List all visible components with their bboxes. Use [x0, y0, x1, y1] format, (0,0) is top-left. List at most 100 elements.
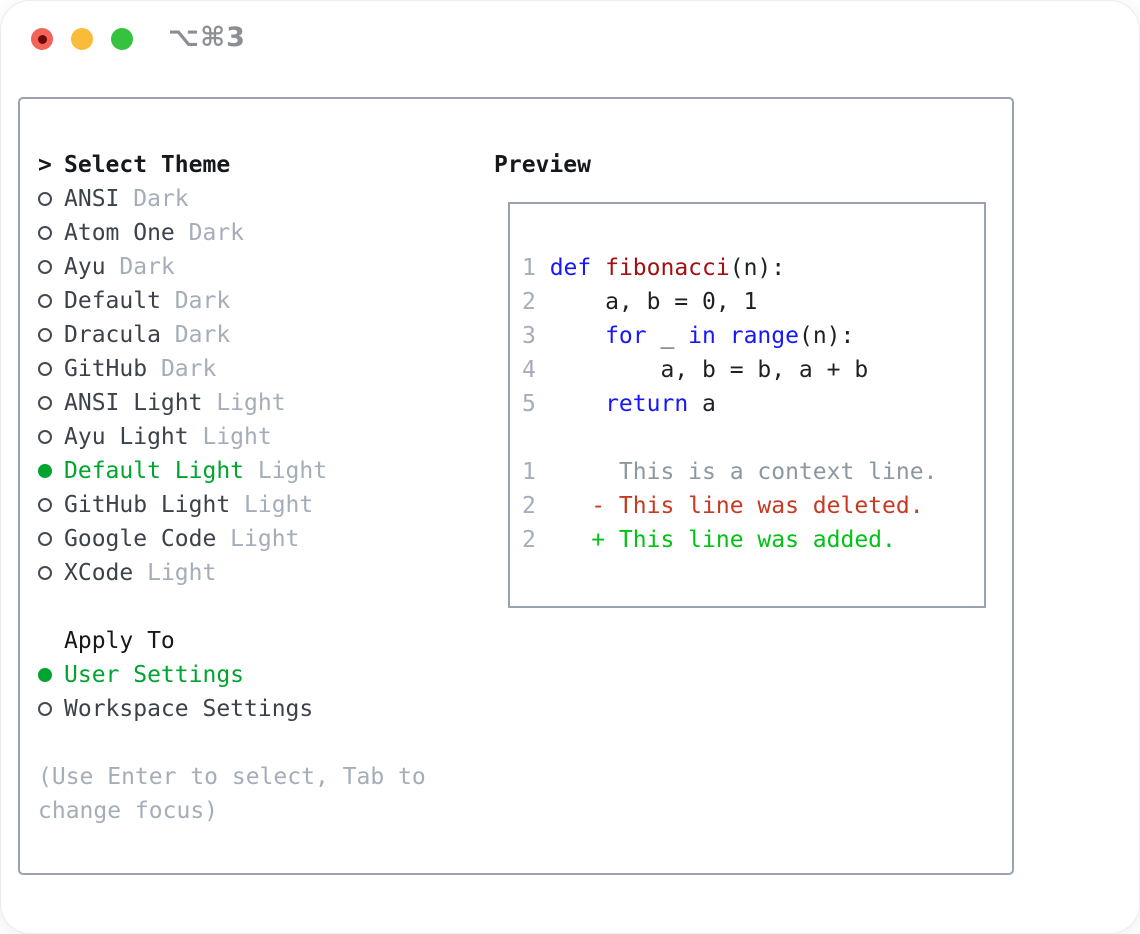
marker-cell — [38, 702, 64, 716]
theme-name: Ayu — [64, 254, 106, 280]
select-theme-header: Select Theme — [64, 152, 231, 178]
line-content: for _ in range(n): — [605, 323, 855, 349]
theme-name: XCode — [64, 560, 134, 586]
line-number: 1 — [522, 255, 536, 281]
marker-cell — [38, 328, 64, 342]
marker-cell — [38, 226, 64, 240]
line-number — [522, 421, 536, 455]
theme-name: Default — [64, 288, 161, 314]
line-content: This is a context line. — [549, 459, 938, 485]
line-content: def fibonacci(n): — [549, 255, 786, 281]
radio-icon — [38, 226, 52, 240]
radio-icon — [38, 260, 52, 274]
theme-variant: Light — [147, 560, 217, 586]
theme-option[interactable]: Atom One Dark — [38, 216, 494, 250]
radio-icon — [38, 396, 52, 410]
theme-variant: Light — [230, 526, 300, 552]
spacer — [38, 726, 494, 760]
marker-cell — [38, 294, 64, 308]
theme-name: Google Code — [64, 526, 217, 552]
zoom-button[interactable] — [111, 28, 133, 50]
line-number: 5 — [522, 391, 536, 417]
theme-variant: Dark — [188, 220, 245, 246]
line-content: return a — [605, 391, 716, 417]
apply-to-label: User Settings — [64, 662, 245, 688]
code-line: 2 a, b = 0, 1 — [522, 285, 984, 319]
hint-line-1: (Use Enter to select, Tab to — [38, 764, 426, 790]
close-button[interactable] — [31, 28, 53, 50]
marker-cell — [38, 192, 64, 206]
theme-option[interactable]: Google Code Light — [38, 522, 494, 556]
line-content: a, b = b, a + b — [549, 357, 869, 383]
marker-cell — [38, 532, 64, 546]
radio-selected-icon — [38, 668, 52, 682]
theme-variant: Dark — [174, 322, 231, 348]
theme-name: Ayu Light — [64, 424, 189, 450]
code-line: 5 return a — [522, 387, 984, 421]
line-number: 2 — [522, 493, 536, 519]
theme-variant: Light — [244, 492, 314, 518]
minimize-button[interactable] — [71, 28, 93, 50]
radio-icon — [38, 430, 52, 444]
hint-line-2: change focus) — [38, 798, 219, 824]
radio-icon — [38, 532, 52, 546]
theme-option[interactable]: Ayu Dark — [38, 250, 494, 284]
theme-option[interactable]: Dracula Dark — [38, 318, 494, 352]
theme-name: GitHub — [64, 356, 148, 382]
apply-to-header-row: Apply To — [38, 624, 494, 658]
theme-option[interactable]: XCode Light — [38, 556, 494, 590]
code-line: 2 - This line was deleted. — [522, 489, 984, 523]
theme-option[interactable]: ANSI Light Light — [38, 386, 494, 420]
line-number: 2 — [522, 527, 536, 553]
marker-cell — [38, 260, 64, 274]
line-content: + This line was added. — [549, 527, 896, 553]
line-content: - This line was deleted. — [549, 493, 924, 519]
marker-cell — [38, 566, 64, 580]
radio-icon — [38, 362, 52, 376]
line-number: 1 — [522, 459, 536, 485]
apply-to-header: Apply To — [64, 628, 175, 654]
marker-cell — [38, 464, 64, 478]
apply-to-option[interactable]: Workspace Settings — [38, 692, 494, 726]
marker-cell — [38, 362, 64, 376]
marker-cell — [38, 396, 64, 410]
radio-selected-icon — [38, 464, 52, 478]
theme-variant: Light — [216, 390, 286, 416]
line-number: 2 — [522, 289, 536, 315]
theme-variant: Dark — [119, 254, 175, 280]
theme-name: ANSI Light — [64, 390, 203, 416]
apply-to-option[interactable]: User Settings — [38, 658, 494, 692]
theme-variant: Dark — [133, 186, 189, 212]
line-number: 3 — [522, 323, 536, 349]
theme-name: Dracula — [64, 322, 161, 348]
radio-icon — [38, 192, 52, 206]
radio-icon — [38, 702, 52, 716]
line-content: a, b = 0, 1 — [549, 289, 758, 315]
spacer — [38, 590, 494, 624]
radio-icon — [38, 328, 52, 342]
marker-cell — [38, 430, 64, 444]
line-number: 4 — [522, 357, 536, 383]
code-line: 3 for _ in range(n): — [522, 319, 984, 353]
theme-name: Atom One — [64, 220, 175, 246]
select-theme-header-row: > Select Theme — [38, 148, 494, 182]
cursor-icon: > — [38, 152, 52, 178]
radio-icon — [38, 498, 52, 512]
preview-header: Preview — [494, 152, 591, 178]
code-line: 1 def fibonacci(n): — [522, 251, 984, 285]
apply-to-label: Workspace Settings — [64, 696, 314, 722]
window-title: ⌥⌘3 — [168, 22, 246, 53]
code-line: 4 a, b = b, a + b — [522, 353, 984, 387]
theme-name: Default Light — [64, 458, 245, 484]
